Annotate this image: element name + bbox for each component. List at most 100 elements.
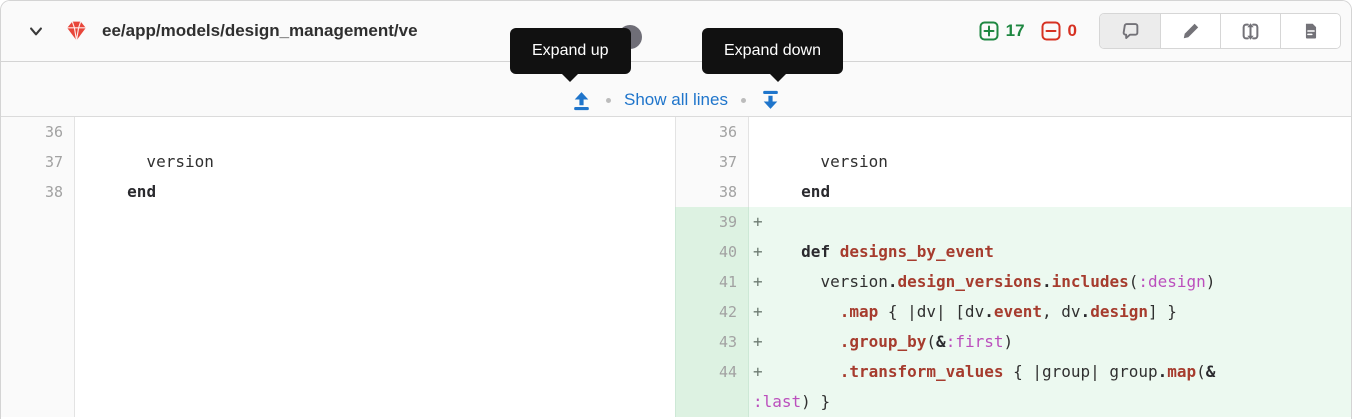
tooltip-expand-down: Expand down (702, 28, 843, 82)
tooltip-caret (770, 74, 786, 82)
code-token: designs_by_event (839, 242, 994, 261)
tooltip-caret (562, 74, 578, 82)
code-token (763, 302, 840, 321)
line-number-old[interactable]: 36 (1, 117, 75, 147)
source-line-new: version (749, 147, 1351, 177)
source-line-old (75, 237, 675, 267)
view-file-button[interactable] (1280, 14, 1340, 48)
line-number-new[interactable]: 38 (675, 177, 749, 207)
code-token: :first (945, 332, 1004, 351)
code-token: { |group| group (1003, 362, 1158, 381)
code-token: { |dv| [dv (878, 302, 985, 321)
line-number-new[interactable]: 41 (675, 267, 749, 297)
code-token: . (1157, 362, 1168, 381)
line-number-old (1, 237, 75, 267)
comment-icon (1122, 22, 1138, 39)
code-token: , dv (1042, 302, 1081, 321)
source-line-new: + .map { |dv| [dv.event, dv.design] } (749, 297, 1351, 327)
line-number-new[interactable]: 37 (675, 147, 749, 177)
code-token: def (801, 242, 831, 261)
code-token (763, 362, 840, 381)
line-number-new[interactable]: 44 (675, 357, 749, 387)
source-line-new: + version.design_versions.includes(:desi… (749, 267, 1351, 297)
additions-count: 17 (1005, 21, 1025, 40)
code-token: . (1080, 302, 1091, 321)
code-token: + (753, 272, 763, 291)
source-line-old: end (75, 177, 675, 207)
diff-row: 42+ .map { |dv| [dv.event, dv.design] } (1, 297, 1351, 327)
line-number-new[interactable]: 36 (675, 117, 749, 147)
diff-row: 43+ .group_by(&:first) (1, 327, 1351, 357)
source-line-old (75, 327, 675, 357)
compare-versions-button[interactable] (1220, 14, 1280, 48)
code-token: + (753, 302, 763, 321)
source-line-old (75, 387, 675, 417)
file-header-actions: 17 0 (979, 13, 1341, 49)
code-token: version (762, 272, 888, 291)
code-token: end (801, 182, 831, 201)
toggle-comments-button[interactable] (1100, 14, 1160, 48)
source-line-new: + .group_by(&:first) (749, 327, 1351, 357)
code-token: .map (839, 302, 879, 321)
code-token: includes (1051, 272, 1129, 291)
code-token: + (753, 362, 763, 381)
additions-stat: 17 (979, 21, 1025, 41)
chevron-down-icon (30, 27, 42, 36)
diff-row: 40+ def designs_by_event (1, 237, 1351, 267)
plus-square-icon (979, 21, 999, 41)
expand-lines-bar: Show all lines (1, 62, 1351, 117)
line-number-new[interactable]: 43 (675, 327, 749, 357)
line-number-old (1, 327, 75, 357)
edit-file-button[interactable] (1160, 14, 1220, 48)
line-number-new[interactable]: 40 (675, 237, 749, 267)
diff-row: :last) } (1, 387, 1351, 417)
line-number-new[interactable]: 42 (675, 297, 749, 327)
show-all-lines-link[interactable]: Show all lines (624, 90, 728, 109)
source-line-new: + (749, 207, 1351, 237)
collapse-file-button[interactable] (23, 18, 49, 44)
source-line-new: + .transform_values { |group| group.map(… (749, 357, 1351, 387)
expand-up-button[interactable] (570, 89, 593, 112)
code-token: . (887, 272, 898, 291)
file-path[interactable]: ee/app/models/design_management/ve (102, 21, 418, 40)
code-token: . (1042, 272, 1052, 291)
diff-row: 41+ version.design_versions.includes(:de… (1, 267, 1351, 297)
source-line-old (75, 117, 675, 147)
line-number-old (1, 357, 75, 387)
code-token: .transform_values (839, 362, 1004, 381)
expand-down-button[interactable] (759, 89, 782, 112)
code-token: :last (753, 392, 802, 411)
line-number-new (675, 387, 749, 417)
source-line-new: + def designs_by_event (749, 237, 1351, 267)
code-token: ) (1205, 272, 1216, 291)
line-number-old[interactable]: 37 (1, 147, 75, 177)
code-token: + (753, 242, 763, 261)
deletions-stat: 0 (1041, 21, 1077, 41)
line-number-old[interactable]: 38 (1, 177, 75, 207)
code-token: . (984, 302, 994, 321)
source-line-old (75, 207, 675, 237)
code-token: ) } (801, 392, 831, 411)
code-token: ] } (1147, 302, 1177, 321)
deletions-count: 0 (1067, 21, 1077, 40)
code-token (763, 332, 840, 351)
diff-row: 39+ (1, 207, 1351, 237)
line-number-new[interactable]: 39 (675, 207, 749, 237)
code-token: + (753, 332, 763, 351)
code-token: & (936, 332, 946, 351)
source-line-old: version (75, 147, 675, 177)
code-token: + (753, 212, 763, 231)
code-token: version (79, 152, 214, 171)
source-line-old (75, 297, 675, 327)
code-token (830, 242, 840, 261)
expand-up-icon (574, 91, 589, 110)
code-token (753, 182, 801, 201)
code-token: ( (1128, 272, 1139, 291)
pencil-icon (1183, 23, 1198, 39)
source-line-new: end (749, 177, 1351, 207)
code-token: .group_by (839, 332, 927, 351)
code-token: ) (1003, 332, 1014, 351)
code-token: design (1090, 302, 1148, 321)
